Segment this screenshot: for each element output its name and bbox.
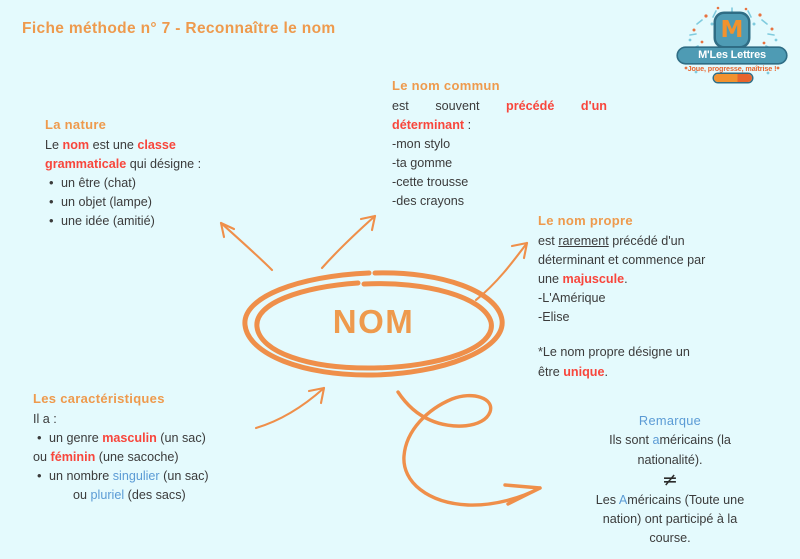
section-heading-nom-propre: Le nom propre	[538, 213, 633, 228]
list-item: -mon stylo	[392, 137, 451, 152]
logo-pill-decoration	[714, 74, 752, 82]
remarque-line-1: Ils sont américains (la	[609, 433, 731, 448]
remarque-line-5: course.	[649, 530, 691, 545]
list-item: -cette trousse	[392, 175, 469, 190]
keyword-singulier: singulier	[112, 469, 160, 484]
highlight-uppercase-a: A	[618, 492, 628, 507]
nom-propre-definition-line-3: une majuscule.	[538, 272, 628, 287]
section-heading-nom-commun: Le nom commun	[392, 78, 500, 93]
list-item: un être (chat)	[45, 173, 280, 193]
list-item: un objet (lampe)	[45, 192, 280, 212]
keyword-unique: unique	[563, 364, 605, 379]
list-item: -des crayons	[392, 194, 465, 209]
arrow-to-caracteristiques	[254, 386, 326, 430]
nature-examples-list: un être (chat) un objet (lampe) une idée…	[45, 173, 280, 231]
arrow-to-nom-commun	[320, 214, 377, 270]
logo-wordmark: M'Les Lettres	[678, 48, 786, 63]
list-item: -Elise	[538, 310, 570, 325]
section-la-nature: La nature Le nom est une classe grammati…	[45, 115, 280, 231]
central-node-label: NOM	[332, 303, 415, 340]
list-item: une idée (amitié)	[45, 211, 280, 231]
logo-badge: M	[716, 14, 748, 46]
arrow-loop-to-remarque	[396, 390, 542, 507]
nom-propre-definition-line-1: est rarement précédé d'un	[538, 233, 685, 248]
remarque-line-4: nation) ont participé à la	[602, 511, 738, 526]
keyword-feminin: féminin	[50, 450, 96, 465]
keyword-grammaticale: grammaticale	[45, 156, 127, 171]
caracteristiques-intro: Il a :	[33, 411, 57, 426]
nature-definition-line-1: Le nom est une classe	[45, 137, 176, 152]
nom-propre-note-line-1: *Le nom propre désigne un	[538, 345, 690, 360]
section-remarque: Remarque Ils sont américains (la nationa…	[546, 411, 794, 548]
list-item: un nombre singulier (un sac)	[33, 466, 298, 486]
list-item: -ta gomme	[392, 156, 453, 171]
keyword-classe: classe	[137, 137, 176, 152]
highlight-lowercase-a: a	[652, 433, 660, 448]
brand-logo: M M'Les Lettres Joue, progresse, maîtris…	[672, 6, 792, 82]
caracteristiques-genre-list: un genre masculin (un sac)	[33, 428, 298, 448]
keyword-majuscule: majuscule	[562, 272, 625, 287]
section-heading-caracteristiques: Les caractéristiques	[33, 391, 165, 406]
keyword-nom: nom	[62, 137, 90, 152]
caracteristiques-nombre-alt: ou pluriel (des sacs)	[73, 488, 186, 503]
keyword-determinant: déterminant	[392, 117, 465, 132]
logo-badge-letter: M	[720, 16, 744, 43]
nom-propre-note-line-2: être unique.	[538, 364, 608, 379]
section-caracteristiques: Les caractéristiques Il a : un genre mas…	[33, 389, 298, 505]
caracteristiques-genre-alt: ou féminin (une sacoche)	[33, 450, 179, 465]
keyword-precede: précédé	[506, 98, 555, 113]
spacer	[538, 327, 773, 343]
caracteristiques-nombre-list: un nombre singulier (un sac)	[33, 466, 298, 486]
section-heading-remarque: Remarque	[638, 413, 702, 428]
nom-propre-definition-line-2: déterminant et commence par	[538, 252, 706, 267]
keyword-dun: d'un	[580, 98, 607, 113]
keyword-pluriel: pluriel	[90, 488, 125, 503]
list-item: un genre masculin (un sac)	[33, 428, 298, 448]
nature-definition-line-2: grammaticale qui désigne :	[45, 156, 202, 171]
keyword-masculin: masculin	[102, 430, 157, 445]
section-heading-la-nature: La nature	[45, 117, 107, 132]
remarque-line-2: nationalité).	[637, 452, 703, 467]
remarque-line-3: Les Américains (Toute une	[595, 492, 745, 507]
logo-tagline: Joue, progresse, maîtrise !	[687, 64, 777, 73]
page-title: Fiche méthode n° 7 - Reconnaître le nom	[22, 20, 336, 37]
list-item: -L'Amérique	[538, 291, 606, 306]
section-nom-propre: Le nom propre est rarement précédé d'un …	[538, 211, 773, 382]
central-node-nom: NOM	[236, 264, 511, 380]
hand-drawn-oval-icon	[242, 270, 505, 378]
nom-commun-definition-line-2: déterminant :	[392, 117, 472, 132]
not-equal-symbol: ≠	[662, 468, 678, 491]
keyword-rarement: rarement	[558, 233, 609, 248]
